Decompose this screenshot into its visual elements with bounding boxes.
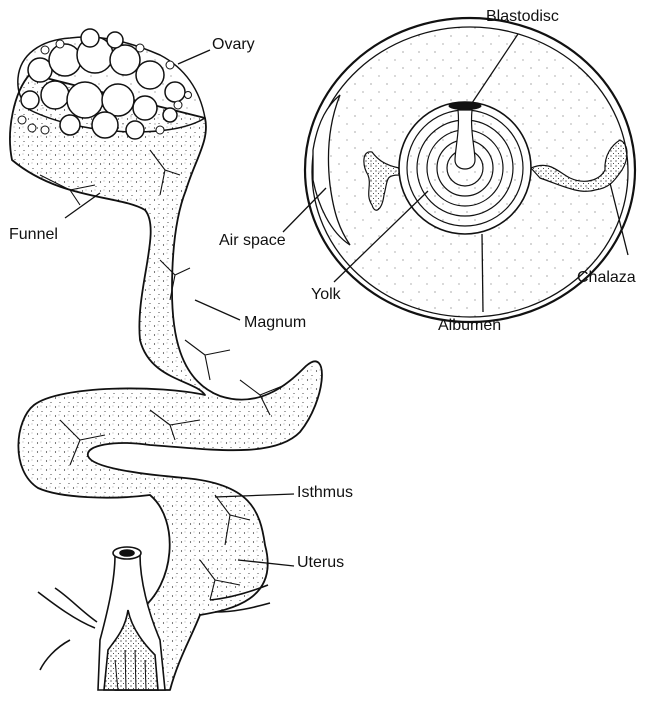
label-funnel: Funnel (9, 227, 58, 243)
blastodisc (449, 103, 481, 110)
label-air-space: Air space (219, 233, 286, 249)
label-chalaza: Chalaza (577, 270, 636, 286)
label-uterus: Uterus (297, 555, 344, 571)
label-blastodisc: Blastodisc (486, 9, 559, 25)
label-isthmus: Isthmus (297, 485, 353, 501)
label-albumen: Albumen (438, 318, 501, 334)
oviduct-tube (10, 74, 322, 690)
oviduct (10, 74, 322, 690)
label-yolk: Yolk (311, 287, 341, 303)
label-magnum: Magnum (244, 315, 306, 331)
label-ovary: Ovary (212, 37, 255, 53)
